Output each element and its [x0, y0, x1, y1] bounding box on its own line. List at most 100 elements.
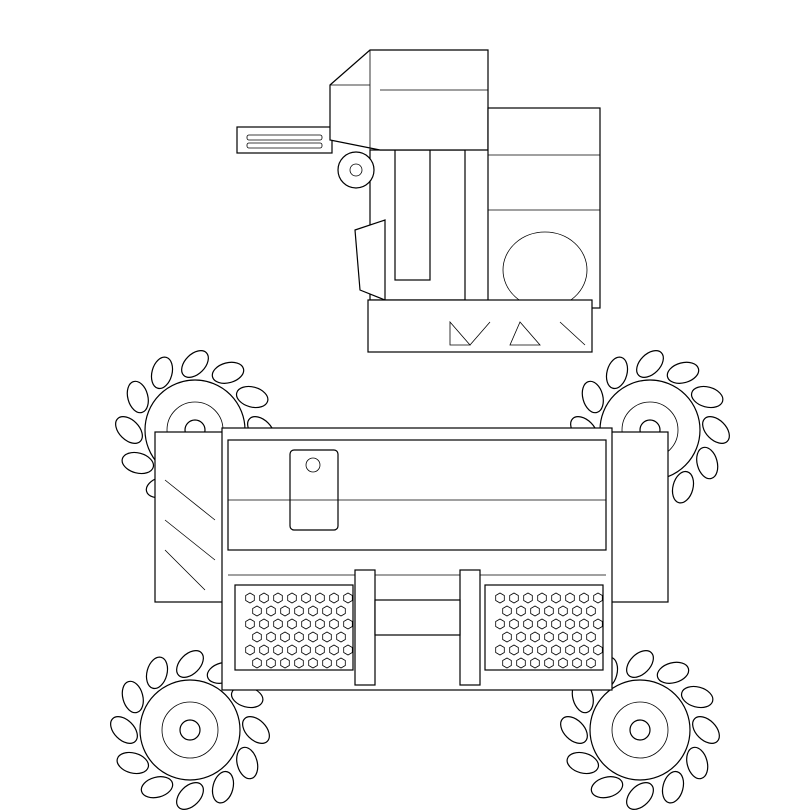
hex-hole: [523, 644, 533, 656]
hex-hole: [509, 592, 519, 604]
hex-hole: [336, 657, 346, 669]
hex-hole: [530, 631, 540, 643]
roller: [661, 770, 685, 804]
hex-hole: [593, 644, 603, 656]
hex-hole: [301, 644, 311, 656]
hex-hole: [329, 618, 339, 630]
hex-hole: [266, 631, 276, 643]
roller: [235, 385, 269, 409]
hex-hole: [280, 657, 290, 669]
hex-hole: [315, 618, 325, 630]
top-housing: [329, 49, 489, 151]
upper-module: [236, 49, 601, 438]
roller: [692, 716, 720, 744]
roller: [656, 661, 690, 684]
roller: [236, 746, 259, 780]
hex-hole: [544, 605, 554, 617]
roller: [181, 350, 209, 378]
hex-hole: [273, 618, 283, 630]
hex-hole: [530, 657, 540, 669]
base-plate: [367, 299, 593, 353]
hex-hole: [586, 631, 596, 643]
hex-hole: [245, 618, 255, 630]
hex-hole: [558, 657, 568, 669]
hex-hole: [502, 631, 512, 643]
hex-hole: [516, 657, 526, 669]
hex-hole: [308, 605, 318, 617]
roller: [126, 380, 149, 414]
hex-hole: [551, 592, 561, 604]
roller: [626, 782, 654, 810]
hex-hole: [579, 592, 589, 604]
hex-hole: [294, 631, 304, 643]
hex-hole: [343, 592, 353, 604]
hex-hole: [558, 605, 568, 617]
hex-hole: [343, 618, 353, 630]
left-side-panel: [154, 431, 224, 603]
hex-hole: [280, 631, 290, 643]
roller: [581, 380, 604, 414]
hex-hole: [516, 631, 526, 643]
hex-hole: [329, 644, 339, 656]
roller: [690, 385, 724, 409]
hex-hole: [495, 644, 505, 656]
hex-hole: [565, 592, 575, 604]
hex-hole: [329, 592, 339, 604]
hex-hole: [259, 618, 269, 630]
hex-hole: [593, 618, 603, 630]
roller: [176, 650, 204, 678]
hex-hole: [315, 592, 325, 604]
roller: [605, 356, 629, 390]
roller: [115, 416, 143, 444]
roller: [686, 746, 709, 780]
hex-hole: [565, 644, 575, 656]
hex-hole: [523, 618, 533, 630]
roller: [242, 716, 270, 744]
hex-hole: [551, 618, 561, 630]
hex-hole: [495, 618, 505, 630]
servo-hub: [337, 151, 375, 189]
hex-hole: [586, 657, 596, 669]
roller: [150, 356, 174, 390]
hex-hole: [523, 592, 533, 604]
hex-hole: [544, 631, 554, 643]
hex-hole: [308, 657, 318, 669]
roller: [116, 751, 150, 775]
roller: [176, 782, 204, 810]
roller: [566, 751, 600, 775]
roller: [666, 361, 700, 384]
hex-hole: [315, 644, 325, 656]
hex-hole: [322, 605, 332, 617]
hex-hole: [572, 605, 582, 617]
hex-hole: [322, 657, 332, 669]
roller: [626, 650, 654, 678]
roller: [145, 656, 169, 690]
hex-hole: [509, 644, 519, 656]
hex-hole: [252, 657, 262, 669]
hex-hole: [502, 657, 512, 669]
hex-hole: [287, 644, 297, 656]
hex-hole: [273, 644, 283, 656]
hex-hole: [266, 657, 276, 669]
right-box: [487, 107, 601, 309]
hex-hole: [551, 644, 561, 656]
roller: [211, 770, 235, 804]
hex-hole: [593, 592, 603, 604]
hex-hole: [252, 631, 262, 643]
hex-hole: [495, 592, 505, 604]
roller: [140, 776, 174, 799]
right-side-panel: [609, 431, 669, 603]
hex-hole: [266, 605, 276, 617]
hex-hole: [259, 592, 269, 604]
hex-hole: [322, 631, 332, 643]
roller: [121, 680, 144, 714]
hex-hole: [579, 644, 589, 656]
hex-hole: [537, 644, 547, 656]
hex-hole: [301, 592, 311, 604]
hex-hole: [336, 605, 346, 617]
roller: [680, 685, 714, 709]
hex-hole: [259, 644, 269, 656]
battery: [289, 449, 339, 531]
